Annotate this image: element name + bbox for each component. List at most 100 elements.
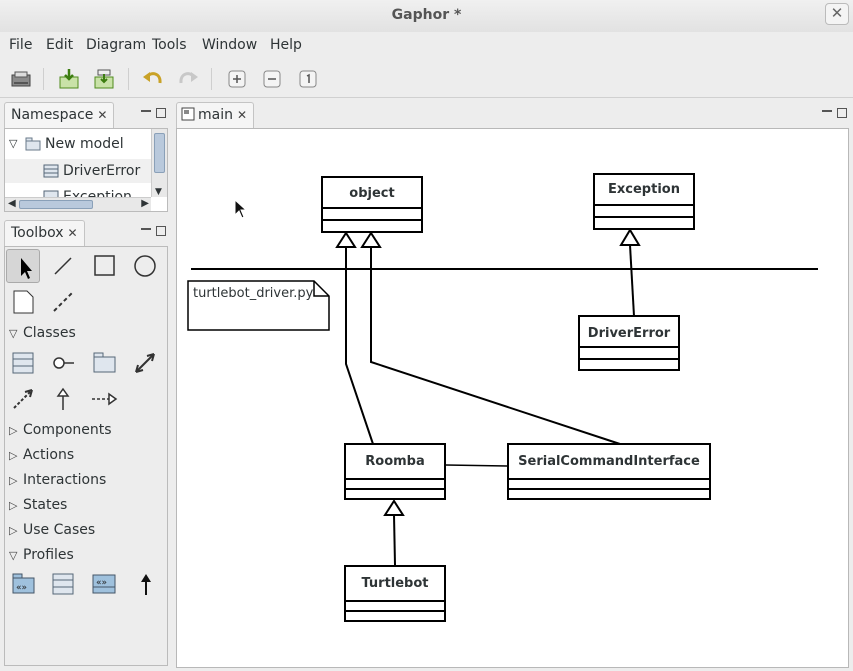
zoom-100-icon[interactable] (296, 67, 320, 91)
tree-item-new-model[interactable]: ▽ New model (5, 132, 153, 156)
class-name: object (349, 186, 395, 201)
section-interactions[interactable]: ▷Interactions (9, 472, 107, 488)
class-icon (43, 164, 59, 178)
export-icon[interactable] (92, 67, 116, 91)
zoom-in-icon[interactable] (225, 67, 249, 91)
maximize-icon[interactable] (156, 108, 166, 118)
metaclass-tool-icon[interactable] (46, 567, 80, 601)
tree-item-label: New model (45, 136, 124, 152)
maximize-icon[interactable] (156, 226, 166, 236)
menu-tools[interactable]: Tools (152, 37, 187, 53)
generalization-arrowhead (360, 231, 382, 248)
scroll-right-icon[interactable]: ▶ (141, 198, 149, 209)
tree-item-exception[interactable]: Exception (5, 185, 153, 197)
expander-open-icon: ▽ (9, 549, 18, 562)
class-exception[interactable]: Exception (593, 173, 695, 230)
interface-tool-icon[interactable] (46, 346, 80, 380)
implementation-tool-icon[interactable] (87, 382, 121, 416)
generalization-tool-icon[interactable] (46, 382, 80, 416)
section-actions[interactable]: ▷Actions (9, 447, 75, 463)
class-name: DriverError (587, 326, 671, 341)
class-roomba[interactable]: Roomba (344, 443, 446, 500)
section-states[interactable]: ▷States (9, 497, 68, 513)
package-tool-icon[interactable] (87, 346, 121, 380)
menu-file[interactable]: File (9, 37, 33, 53)
toolbox-close-icon[interactable]: ✕ (67, 226, 78, 240)
minimize-icon[interactable] (822, 109, 832, 112)
import-icon[interactable] (57, 67, 81, 91)
undo-icon[interactable] (141, 67, 165, 91)
generalization-roomba-object (345, 247, 374, 445)
line-tool-icon[interactable] (46, 249, 80, 283)
class-turtlebot[interactable]: Turtlebot (344, 565, 446, 622)
toolbox: ▽Classes ▷Components ▷Actions ▷Interacti… (4, 246, 168, 666)
svg-text:«»: «» (16, 583, 27, 593)
window-close-button[interactable]: ✕ (825, 3, 849, 25)
scroll-down-icon[interactable]: ▼ (155, 187, 162, 197)
stereotype-tool-icon[interactable]: «» (87, 567, 121, 601)
class-name: Exception (608, 182, 680, 197)
scroll-left-icon[interactable]: ◀ (8, 198, 16, 209)
box-tool-icon[interactable] (87, 249, 121, 283)
namespace-horizontal-scrollbar[interactable]: ◀ ▶ (5, 197, 151, 211)
maximize-icon[interactable] (837, 108, 847, 118)
note-text: turtlebot_driver.py (193, 286, 314, 301)
minimize-icon[interactable] (141, 109, 151, 112)
toolbox-tab-label: Toolbox (11, 225, 64, 241)
class-object[interactable]: object (321, 176, 423, 233)
window-titlebar: Gaphor * ✕ (0, 0, 853, 32)
class-name: SerialCommandInterface (518, 454, 700, 469)
minimize-icon[interactable] (141, 227, 151, 230)
comment-line-tool-icon[interactable] (46, 285, 80, 319)
diagram-canvas[interactable]: turtlebot_driver.py object Exception Dri… (176, 128, 849, 668)
class-icon (43, 190, 59, 197)
section-use-cases[interactable]: ▷Use Cases (9, 522, 96, 538)
window-title: Gaphor * (391, 7, 462, 23)
section-classes[interactable]: ▽Classes (9, 325, 76, 341)
open-icon[interactable] (9, 67, 33, 91)
expander-closed-icon: ▷ (9, 524, 18, 537)
namespace-tree: ▽ New model DriverError Exception ▼ ◀ ▶ (4, 128, 168, 212)
tree-item-label: Exception (63, 189, 132, 197)
menu-diagram[interactable]: Diagram (86, 37, 147, 53)
tree-item-drivererror[interactable]: DriverError (5, 159, 153, 183)
tab-main[interactable]: main✕ (176, 102, 255, 128)
expander-open-icon: ▽ (9, 327, 18, 340)
ellipse-tool-icon[interactable] (128, 249, 162, 283)
association-roomba-serial (445, 464, 508, 467)
comment-tool-icon[interactable] (6, 285, 40, 319)
association-tool-icon[interactable] (128, 346, 162, 380)
extension-tool-icon[interactable] (128, 567, 162, 601)
namespace-vertical-scrollbar[interactable]: ▼ (151, 129, 167, 197)
diagram-connectors (187, 228, 818, 566)
diagram-icon (181, 107, 195, 121)
generalization-arrowhead (335, 231, 357, 248)
diagram-close-icon[interactable]: ✕ (236, 108, 248, 122)
class-drivererror[interactable]: DriverError (578, 315, 680, 371)
mouse-cursor-icon (234, 199, 247, 219)
zoom-out-icon[interactable] (260, 67, 284, 91)
section-components[interactable]: ▷Components (9, 422, 112, 438)
generalization-arrowhead (383, 499, 405, 516)
class-name: Roomba (365, 454, 425, 469)
section-profiles[interactable]: ▽Profiles (9, 547, 74, 563)
namespace-tab-label: Namespace (11, 107, 94, 123)
redo-icon[interactable] (176, 67, 200, 91)
pointer-tool-icon[interactable] (6, 249, 40, 283)
dependency-tool-icon[interactable] (6, 382, 40, 416)
menu-window[interactable]: Window (202, 37, 258, 53)
menu-help[interactable]: Help (270, 37, 302, 53)
profile-tool-icon[interactable]: «» (6, 567, 40, 601)
generalization-turtlebot-roomba (393, 514, 396, 566)
diagram-panel-header: main✕ (176, 102, 849, 128)
class-serialcommandinterface[interactable]: SerialCommandInterface (507, 443, 711, 500)
class-tool-icon[interactable] (6, 346, 40, 380)
note-shape (187, 280, 330, 331)
tab-namespace[interactable]: Namespace✕ (4, 102, 115, 128)
expander-open-icon[interactable]: ▽ (9, 137, 18, 150)
toolbar (0, 60, 853, 98)
menu-edit[interactable]: Edit (46, 37, 74, 53)
namespace-close-icon[interactable]: ✕ (97, 108, 108, 122)
tab-toolbox[interactable]: Toolbox✕ (4, 220, 85, 246)
diagram-tab-label: main (198, 107, 233, 123)
